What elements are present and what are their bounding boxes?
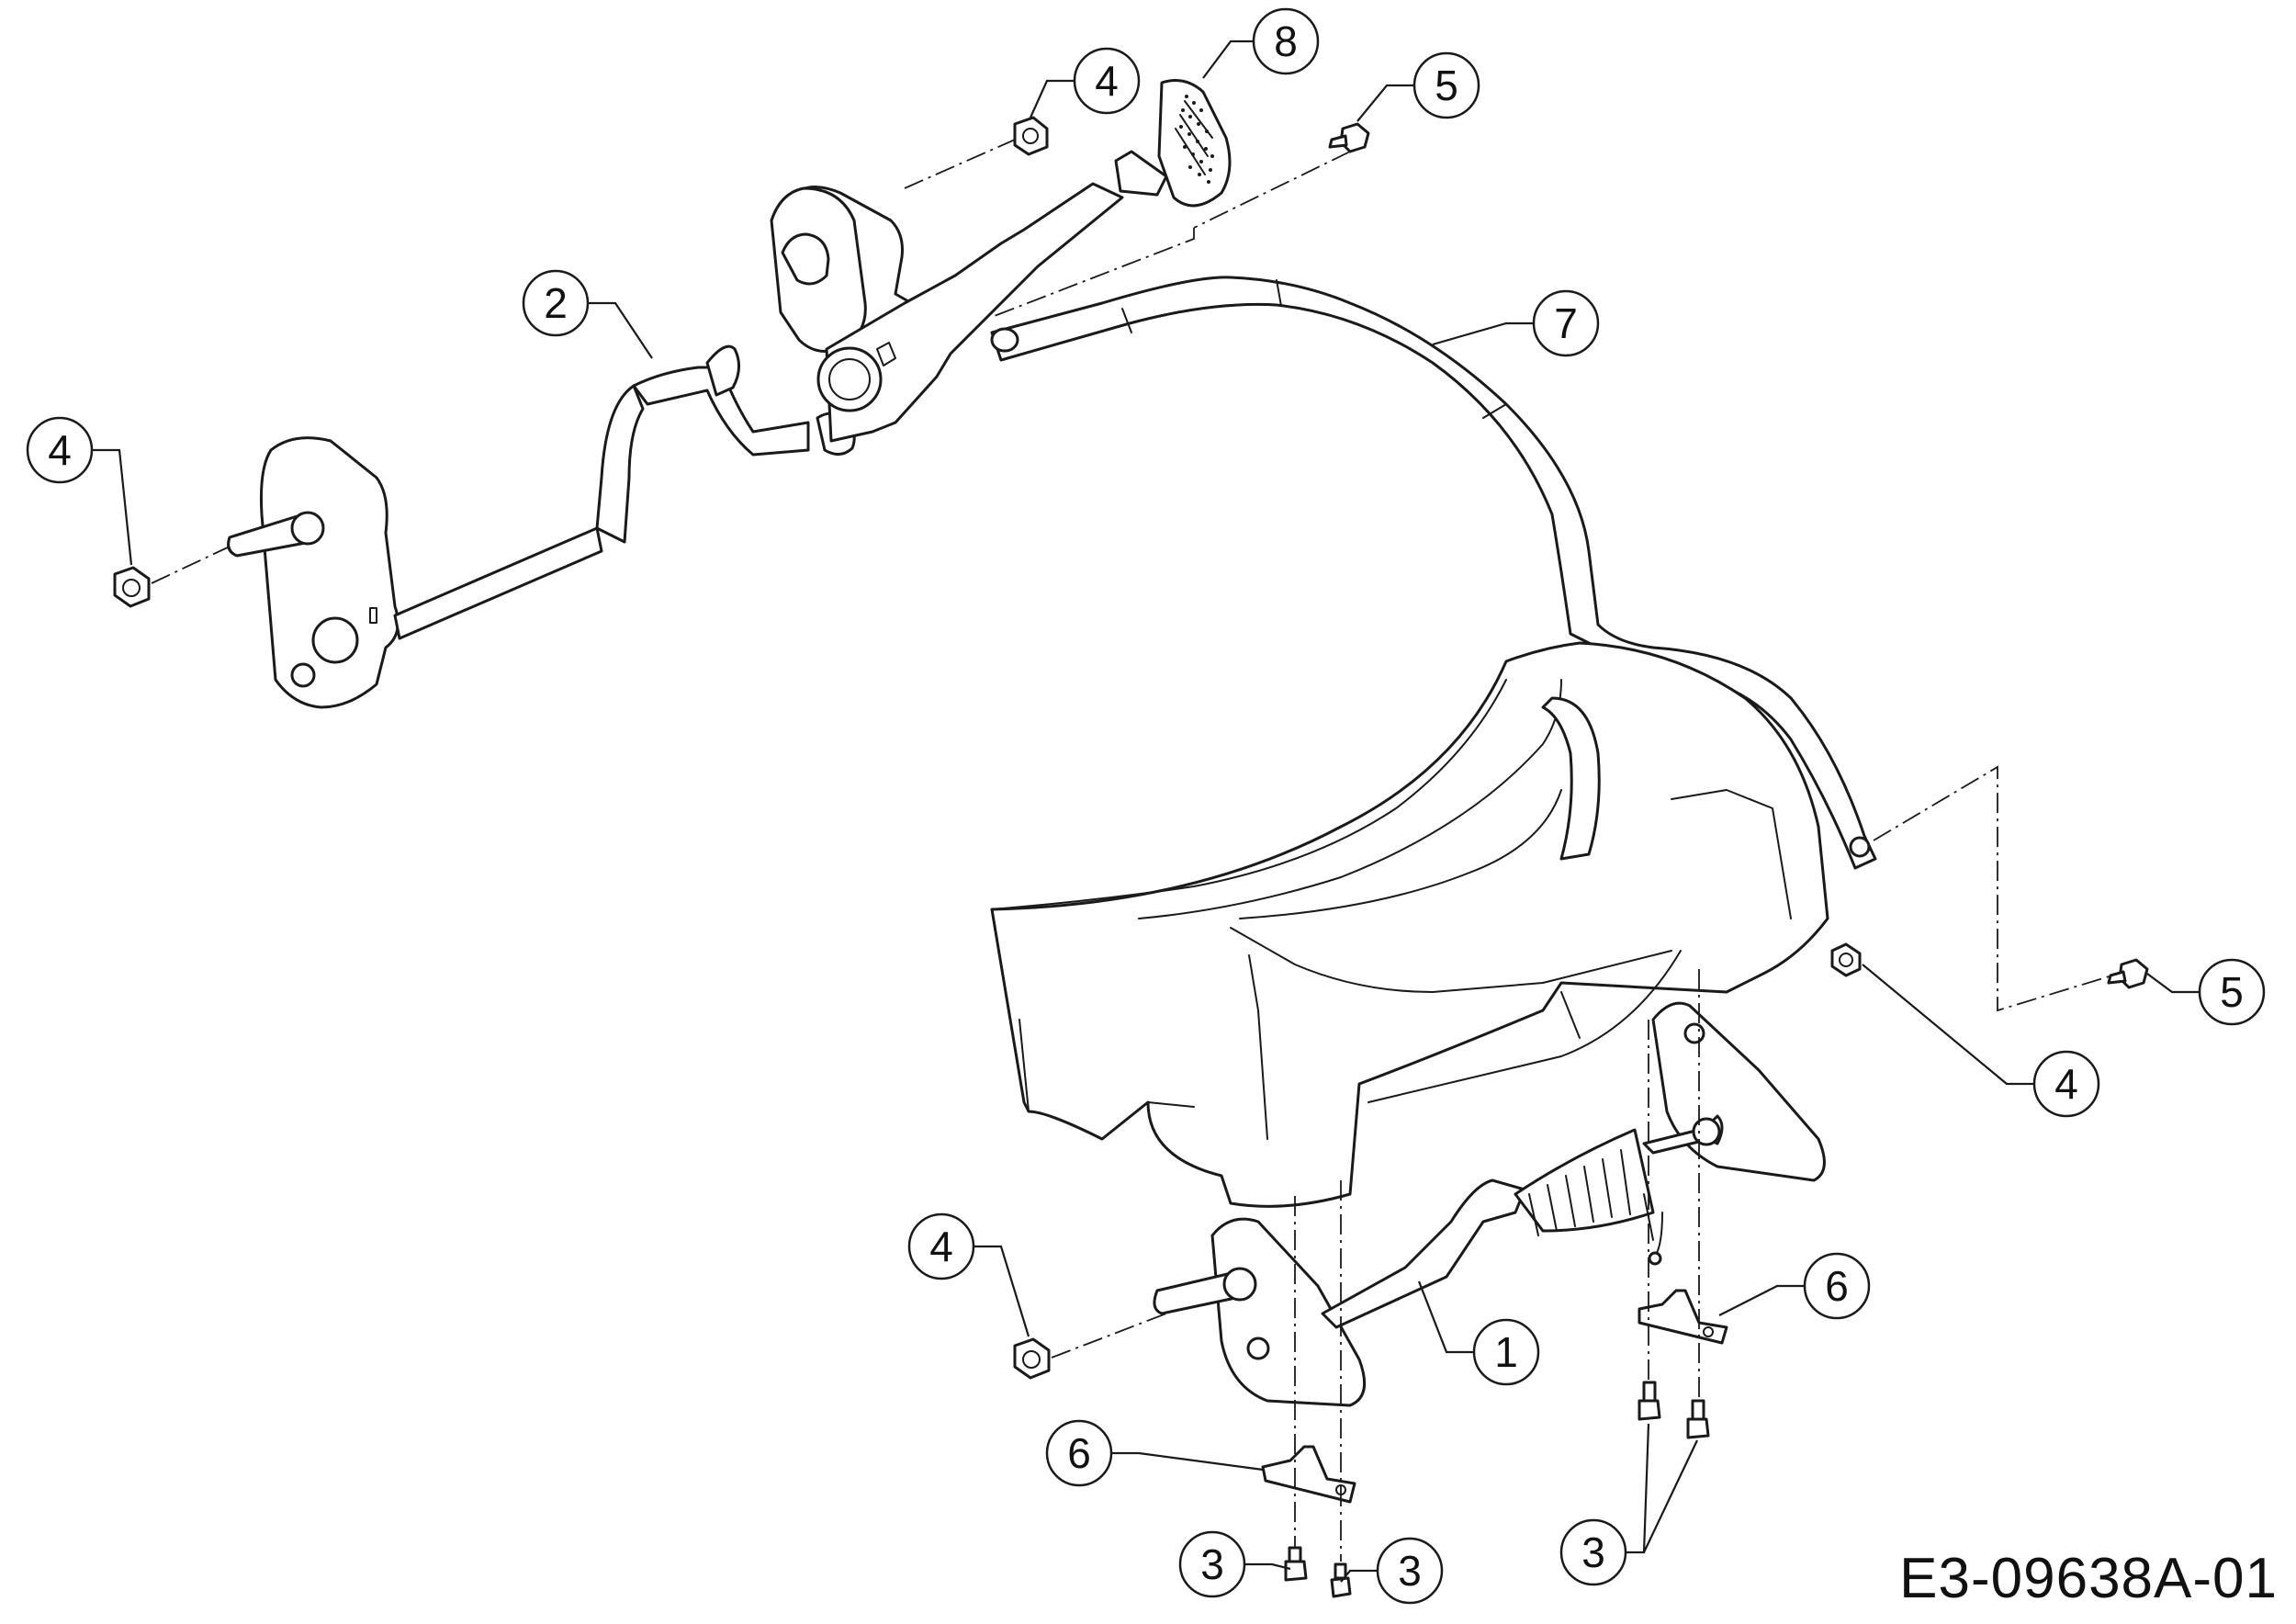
assembly-center-lines <box>151 139 2113 1562</box>
clamp-part-6-right <box>1638 1289 1728 1345</box>
svg-text:3: 3 <box>1200 1540 1224 1588</box>
svg-text:1: 1 <box>1494 1328 1518 1376</box>
callout-7: 7 <box>1532 289 1600 357</box>
callout-1: 1 <box>1472 1318 1540 1386</box>
callout-4-left: 4 <box>26 416 94 484</box>
screw-part-3-a <box>1284 1546 1308 1582</box>
nut-part-4-a <box>1013 116 1049 156</box>
callout-4-right: 4 <box>2032 1050 2100 1118</box>
nut-part-4-b <box>113 566 151 608</box>
svg-text:2: 2 <box>544 279 568 327</box>
callout-2: 2 <box>522 269 590 337</box>
nut-part-4-c <box>1830 942 1862 977</box>
callout-5-right: 5 <box>2198 958 2266 1026</box>
svg-text:6: 6 <box>1825 1262 1849 1310</box>
svg-text:7: 7 <box>1554 299 1578 347</box>
svg-text:3: 3 <box>1398 1547 1422 1595</box>
svg-text:4: 4 <box>48 426 72 474</box>
diagram-code: E3-09638A-01 <box>1899 1547 2278 1610</box>
svg-text:3: 3 <box>1581 1528 1605 1576</box>
callout-4-top: 4 <box>1073 47 1141 115</box>
screw-part-3-c <box>1638 1381 1661 1421</box>
rear-axle-part-2 <box>227 344 810 709</box>
callout-6-right: 6 <box>1803 1252 1871 1320</box>
adjuster-lever-assembly <box>770 79 1232 456</box>
svg-text:6: 6 <box>1067 1429 1091 1477</box>
screw-part-5-a <box>1328 122 1370 153</box>
front-axle-part-1 <box>1153 1001 1826 1407</box>
svg-text:4: 4 <box>1095 57 1119 105</box>
height-adjuster-housing <box>990 641 1829 1208</box>
callout-6-left: 6 <box>1045 1419 1113 1487</box>
screw-part-5-b <box>2107 958 2149 989</box>
callout-leaders <box>92 39 2200 1583</box>
callout-3-left: 3 <box>1178 1530 1246 1598</box>
lever-part-7 <box>990 276 1877 870</box>
nut-part-4-d <box>1013 1337 1051 1380</box>
svg-text:5: 5 <box>1435 62 1458 109</box>
callout-5-top: 5 <box>1412 51 1480 119</box>
callout-3-right: 3 <box>1559 1518 1627 1586</box>
svg-text:4: 4 <box>929 1223 953 1270</box>
svg-text:4: 4 <box>2054 1060 2078 1108</box>
svg-text:8: 8 <box>1274 17 1298 65</box>
callout-3-middle: 3 <box>1376 1537 1444 1605</box>
callout-8: 8 <box>1252 7 1320 75</box>
screw-part-3-d <box>1686 1399 1710 1439</box>
svg-text:5: 5 <box>2220 968 2244 1016</box>
callout-4-bottom: 4 <box>907 1212 975 1280</box>
